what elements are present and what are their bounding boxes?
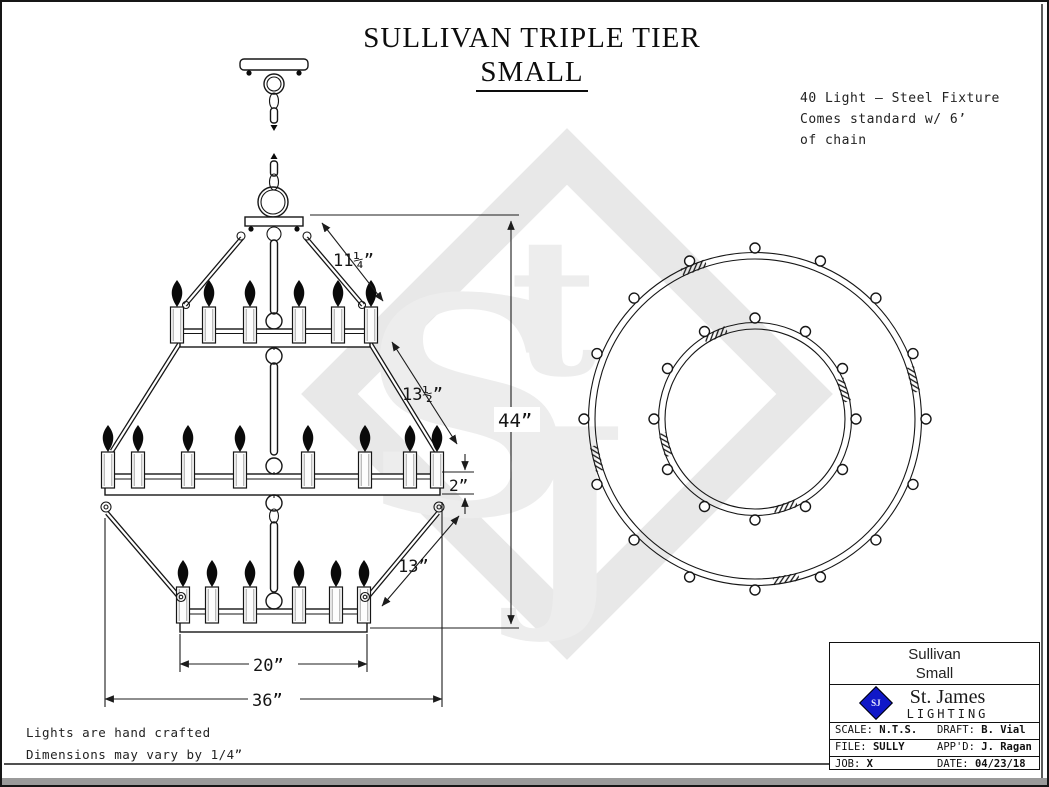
candle [175,559,191,624]
company-division: LIGHTING [906,707,989,721]
candle [291,559,307,624]
dim-overall-height: 44” [498,410,532,432]
inner-light-ring [648,312,862,526]
candle [201,279,217,344]
candle [300,424,316,489]
date-label: DATE: [937,758,969,770]
candle [402,424,418,489]
field-row-scale-draft: SCALE: N.T.S. DRAFT: B. Vial [830,723,1039,740]
title-block: Sullivan Small SJ St. James LIGHTING SCA… [829,642,1040,770]
dim-mid-arm: 13½” [402,385,443,405]
drawing-title: SULLIVAN TRIPLE TIER SMALL [302,22,762,92]
draft-label: DRAFT: [937,724,975,736]
date-value: 04/23/18 [974,758,1026,770]
spec-note-line1: 40 Light — Steel Fixture [800,91,1000,106]
candle [356,559,372,624]
product-name-line1: Sullivan [908,646,961,663]
drawing-title-line1: SULLIVAN TRIPLE TIER [363,22,701,54]
job-label: JOB: [835,758,861,770]
candle [242,559,258,624]
spec-note-line2: Comes standard w/ 6’ [800,112,967,127]
candle [242,279,258,344]
center-column [265,226,283,593]
drawing-title-line2: SMALL [476,56,588,92]
footnote-line1: Lights are hand crafted [26,725,211,740]
sheet-frame [4,4,1043,778]
candle [328,559,344,624]
logo-monogram: SJ [871,697,881,708]
outer-light-ring [578,242,932,596]
appd-value: J. Ragan [981,741,1032,753]
dim-bottom-arm: 13” [398,557,429,577]
candle [169,279,185,344]
field-row-job-date: JOB: X DATE: 04/23/18 [830,757,1039,772]
front-elevation-view: 11¼” 13½” 2” 13” 44” 20” [100,58,540,711]
job-value: X [866,758,873,770]
file-value: SULLY [872,741,905,753]
draft-value: B. Vial [981,724,1026,736]
candle [204,559,220,624]
candle [330,279,346,344]
candle [180,424,196,489]
dim-bottom-ring-width: 20” [253,656,284,676]
sheet-bottom-edge [2,778,1047,785]
candle [291,279,307,344]
appd-label: APP'D: [937,741,975,753]
tier-middle [100,424,445,524]
candle [130,424,146,489]
tier-bottom [175,559,372,633]
dim-top-arm: 11¼” [333,251,374,271]
dim-band-height: 2” [449,476,468,495]
dim-overall-width: 36” [252,691,283,711]
company-name: St. James [909,686,986,708]
spec-note-line3: of chain [800,133,867,148]
scale-label: SCALE: [835,724,873,736]
title-block-company: SJ St. James LIGHTING [830,685,1039,723]
candle [363,279,379,344]
title-block-product: Sullivan Small [830,643,1039,685]
footnotes: Lights are hand crafted Dimensions may v… [26,722,243,766]
canopy-and-chain [236,58,312,241]
candle [232,424,248,489]
footnote-line2: Dimensions may vary by 1/4” [26,747,243,762]
dimension-annotations: 11¼” 13½” 2” 13” 44” 20” [104,214,540,711]
top-plan-view [578,242,932,596]
candle [429,424,445,489]
spec-note: 40 Light — Steel Fixture Comes standard … [800,88,1000,151]
watermark-letter-t: t [510,196,598,419]
tier-top [169,279,379,365]
file-label: FILE: [835,741,867,753]
scale-value: N.T.S. [879,724,918,736]
candle [357,424,373,489]
product-name-line2: Small [915,665,954,682]
field-row-file-appd: FILE: SULLY APP'D: J. Ragan [830,740,1039,757]
candle [100,424,116,489]
